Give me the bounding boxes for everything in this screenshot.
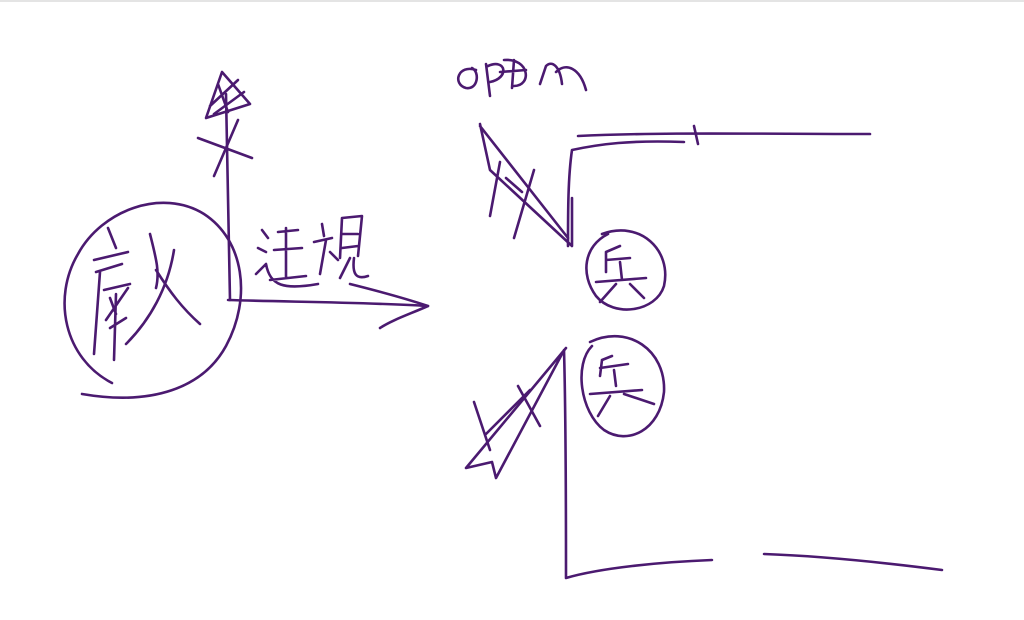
gaze-arrow <box>226 214 430 330</box>
upper-door-leaf <box>478 122 574 248</box>
lower-door-leaf <box>464 346 568 480</box>
gaze-arrow-head <box>348 282 430 330</box>
enemy-unit <box>63 201 243 399</box>
gaze-label-strokes <box>254 214 370 288</box>
upper-wall <box>566 124 872 248</box>
flag-head <box>204 70 252 120</box>
enemy-character <box>92 226 202 362</box>
ink-strokes <box>63 58 944 580</box>
flag-marker <box>196 70 254 302</box>
gaze-arrow-shaft <box>226 298 430 308</box>
flag-pole <box>224 92 232 302</box>
soldier-lower-character <box>588 354 656 418</box>
soldier-upper-circle <box>585 229 667 311</box>
flag-cross <box>196 118 254 178</box>
soldier-upper <box>585 229 667 311</box>
open-label-strokes <box>456 58 588 98</box>
soldier-lower-circle <box>580 335 666 438</box>
lower-wall <box>562 348 944 580</box>
upper-door-hatch <box>488 160 536 240</box>
upper-door <box>478 122 574 248</box>
soldier-upper-character <box>594 244 648 304</box>
enemy-circle <box>63 201 243 399</box>
lower-door-hatch <box>472 384 542 452</box>
lower-door <box>464 346 568 480</box>
soldier-lower <box>580 335 666 438</box>
